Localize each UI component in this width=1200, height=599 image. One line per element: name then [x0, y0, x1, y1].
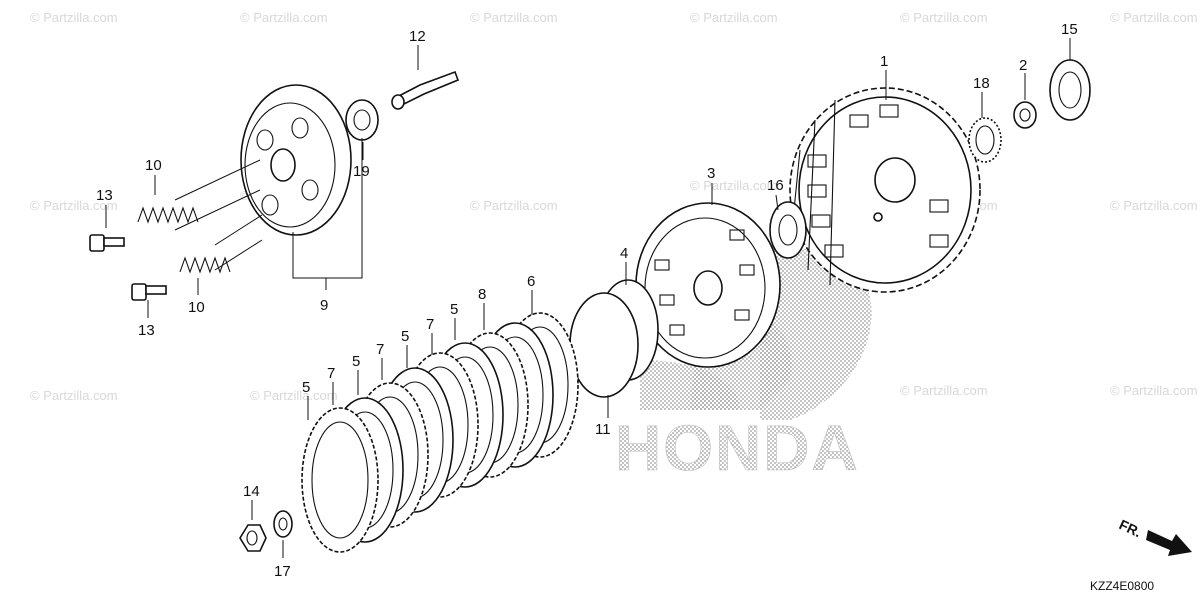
- watermark: © Partzilla.com: [900, 10, 988, 25]
- watermark: © Partzilla.com: [1110, 383, 1198, 398]
- callout-4: 4: [620, 245, 628, 262]
- clutch-plates-stack: [301, 312, 579, 553]
- watermark: © Partzilla.com: [30, 388, 118, 403]
- callout-11: 11: [595, 421, 611, 438]
- callout-5: 5: [450, 301, 458, 318]
- callout-5: 5: [401, 328, 409, 345]
- callout-10: 10: [145, 157, 162, 174]
- watermark: © Partzilla.com: [30, 198, 118, 213]
- bearing-19: [345, 99, 379, 141]
- thrust-washer-15: [1049, 59, 1091, 121]
- clutch-outer: [789, 87, 981, 293]
- callout-3: 3: [707, 165, 715, 182]
- front-direction-marker: FR.: [1117, 516, 1192, 556]
- callout-5: 5: [352, 353, 360, 370]
- front-label: FR.: [1117, 516, 1144, 540]
- watermark: © Partzilla.com: [30, 10, 118, 25]
- callout-2: 2: [1019, 57, 1027, 74]
- watermark: © Partzilla.com: [470, 10, 558, 25]
- callout-5: 5: [302, 379, 310, 396]
- watermark: © Partzilla.com: [1110, 10, 1198, 25]
- callout-7: 7: [426, 316, 434, 333]
- callout-1: 1: [880, 53, 888, 70]
- pressure-plate: [240, 84, 352, 236]
- callout-13: 13: [138, 322, 155, 339]
- watermark: © Partzilla.com: [240, 10, 328, 25]
- callout-10: 10: [188, 299, 205, 316]
- callout-13: 13: [96, 187, 113, 204]
- watermark: © Partzilla.com: [1110, 198, 1198, 213]
- needle-bearing-18: [968, 117, 1002, 163]
- callout-9: 9: [320, 297, 328, 314]
- diagram-code: KZZ4E0800: [1090, 579, 1154, 593]
- callout-7: 7: [376, 341, 384, 358]
- callout-16: 16: [767, 177, 784, 194]
- callout-19: 19: [353, 163, 370, 180]
- callout-8: 8: [478, 286, 486, 303]
- lock-nut-14: [239, 524, 267, 552]
- callout-18: 18: [973, 75, 990, 92]
- callout-6: 6: [527, 273, 535, 290]
- clutch-center: [635, 202, 781, 368]
- watermark: © Partzilla.com: [900, 383, 988, 398]
- bolt-13-lower: [131, 283, 167, 301]
- leader-lines: [105, 38, 1071, 558]
- watermark: © Partzilla.com: [690, 10, 778, 25]
- callout-14: 14: [243, 483, 260, 500]
- snap-ring-11: [569, 292, 639, 398]
- collar-2: [1013, 101, 1037, 129]
- watermark: © Partzilla.com: [470, 198, 558, 213]
- spring-10-upper: [137, 159, 261, 231]
- callout-7: 7: [327, 365, 335, 382]
- callout-12: 12: [409, 28, 426, 45]
- bolt-13-upper: [89, 234, 125, 252]
- washer-16: [769, 201, 807, 259]
- washer-17: [273, 510, 293, 538]
- watermark: © Partzilla.com: [690, 178, 778, 193]
- callout-17: 17: [274, 563, 291, 580]
- honda-logo-text: HONDA: [615, 412, 860, 484]
- callout-labels: 1 2 3 4 5 5 5 5 6 7 7 7 8 9 10 10 11 12 …: [96, 21, 1078, 580]
- lifter-rod-12: [391, 70, 460, 110]
- arrow-right-down-icon: [1146, 530, 1192, 556]
- spring-10-lower: [179, 214, 263, 274]
- watermark: © Partzilla.com: [250, 388, 338, 403]
- callout-15: 15: [1061, 21, 1078, 38]
